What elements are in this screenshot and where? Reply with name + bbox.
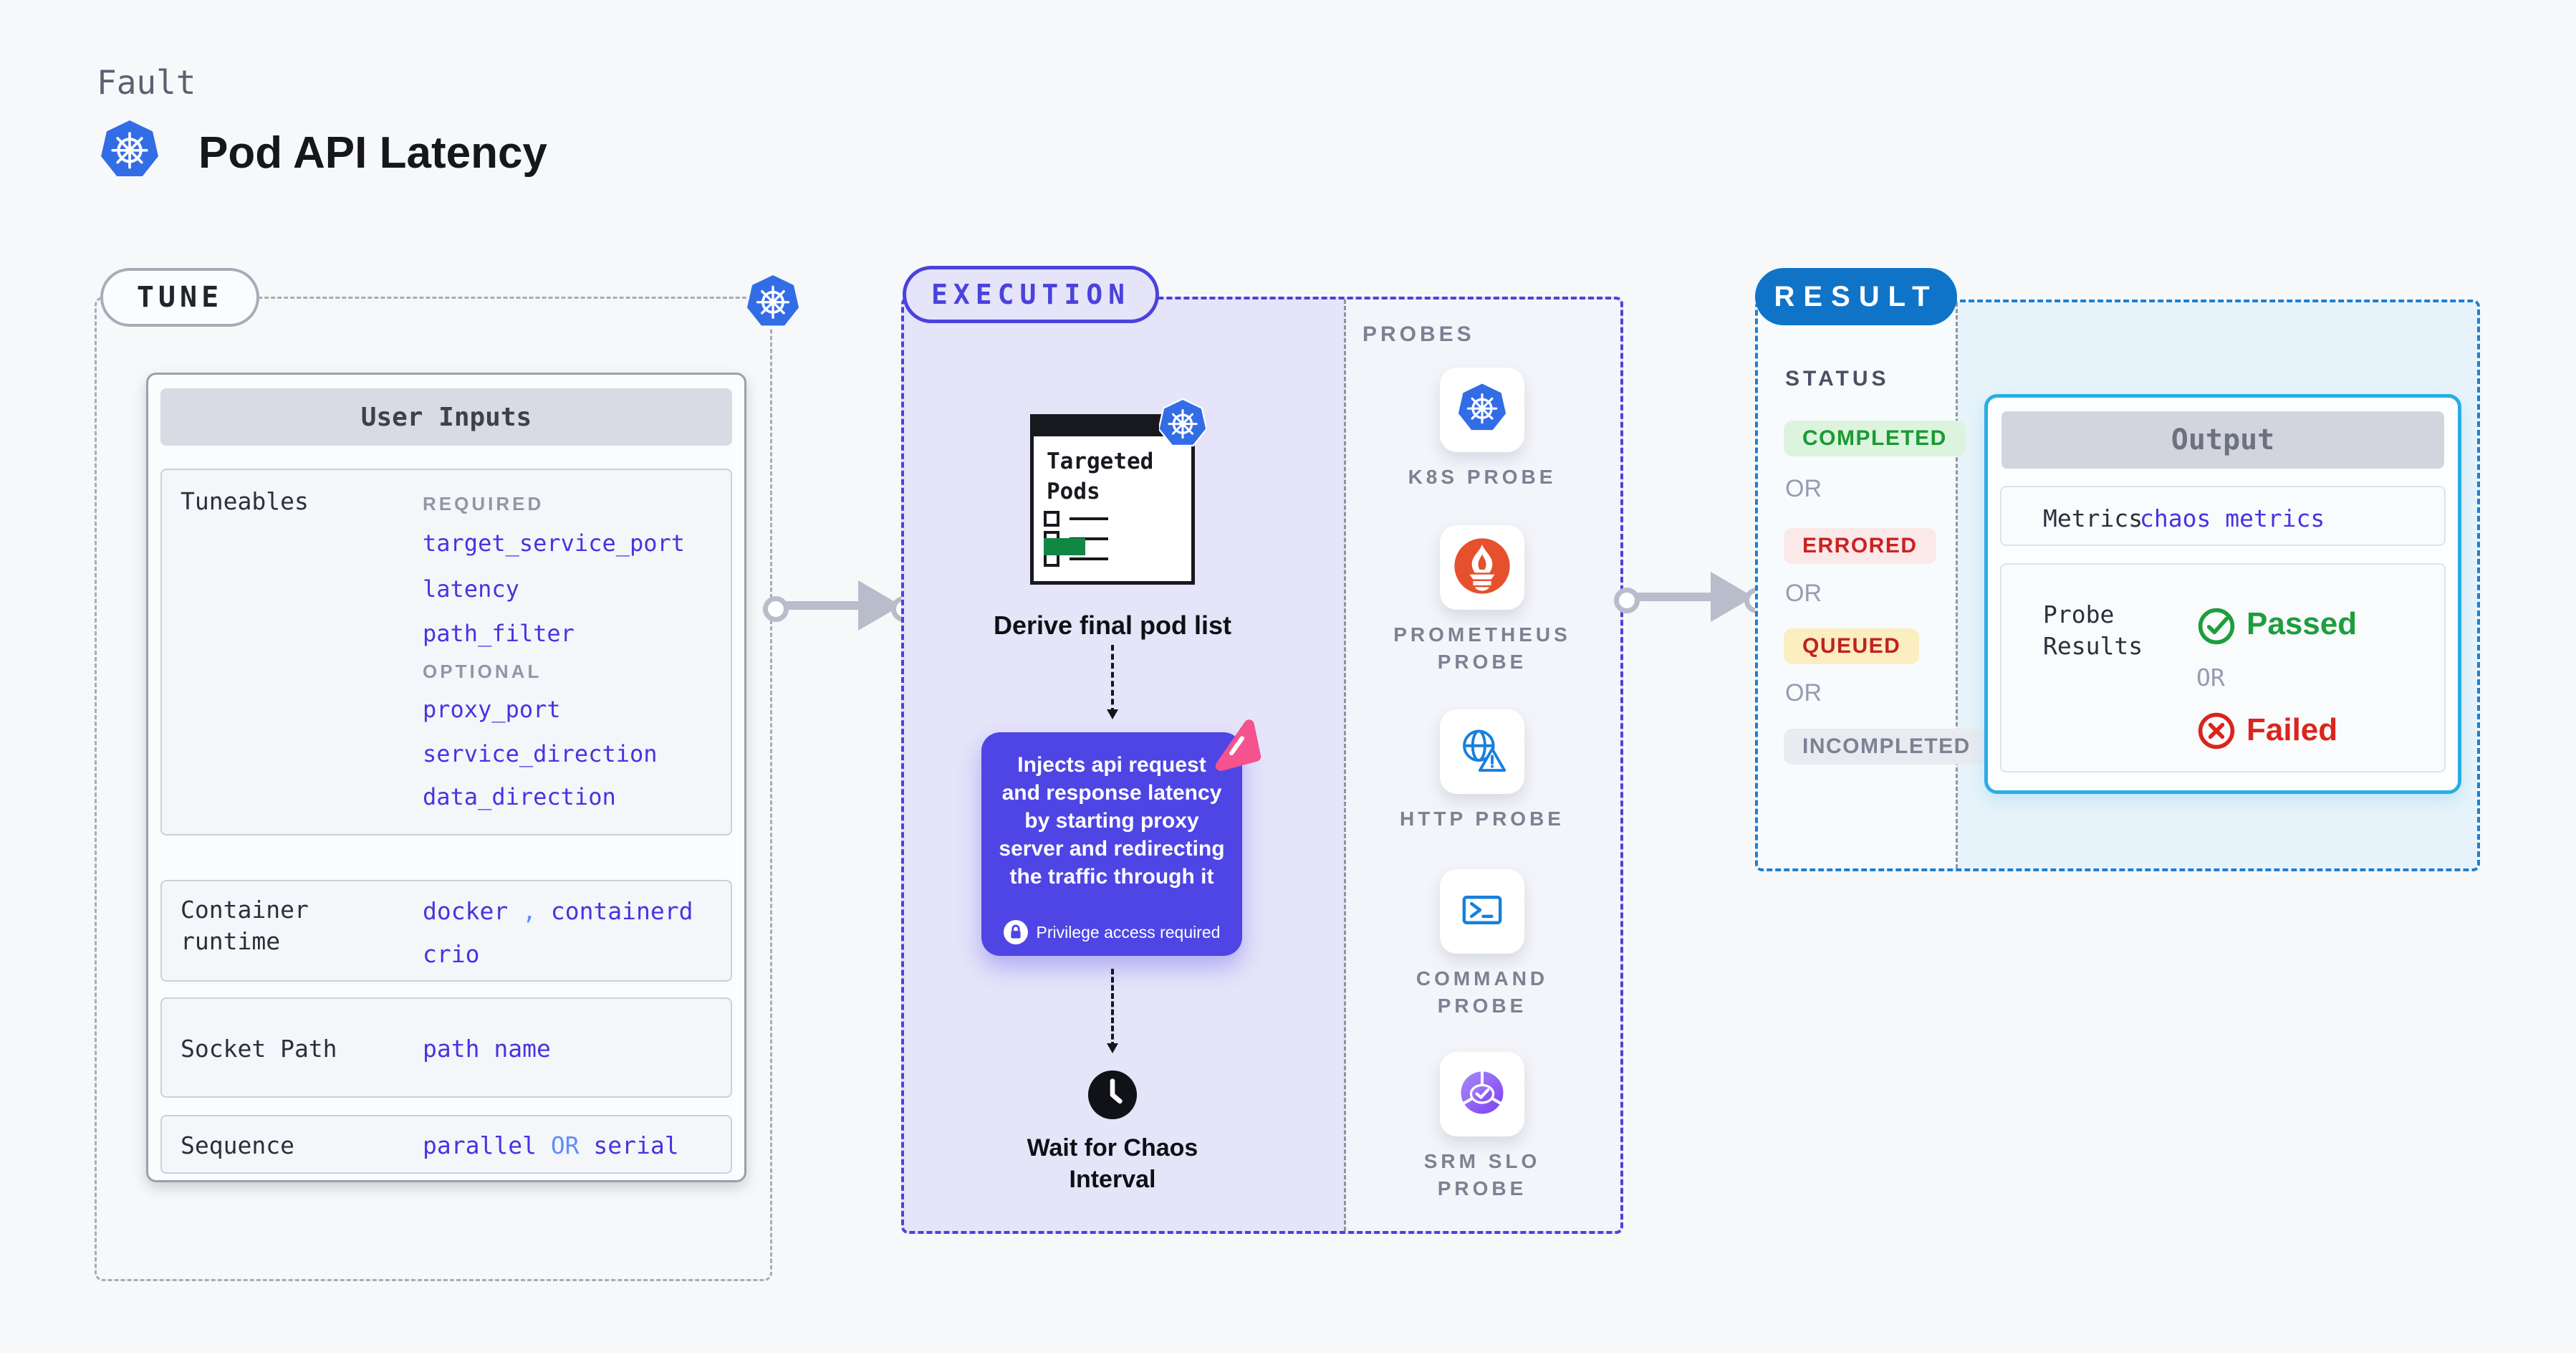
sequence-parallel: parallel [423,1131,551,1159]
fault-eyebrow: Fault [97,63,196,102]
execution-pill: EXECUTION [903,266,1159,323]
probe-results-label: Probe Results [2043,600,2143,660]
or-label: OR [1785,580,1822,607]
output-title: Output [2001,411,2444,469]
optional-label: OPTIONAL [423,661,542,682]
result-divider [1956,302,1958,868]
probe-results-row: Probe Results Passed OR Failed [2000,563,2446,772]
probe-label: SRM SLO PROBE [1423,1150,1541,1199]
runtime-crio: crio [423,940,480,968]
failed-label: Failed [2246,712,2338,747]
passed-label: Passed [2246,606,2358,641]
kubernetes-icon [746,274,799,330]
probe-label: PROMETHEUS PROBE [1393,623,1571,673]
sequence-values: parallel OR serial [423,1131,679,1159]
metrics-row: Metrics chaos metrics [2000,486,2446,546]
tune-section [95,297,772,1281]
pod-list-item [1044,511,1108,527]
http-probe-card [1440,709,1524,794]
tuneables-row: Tuneables REQUIRED target_service_port l… [160,469,732,835]
checkbox-icon [1044,511,1059,527]
container-runtime-row: Container runtime docker , containerd cr… [160,880,732,982]
privilege-label: Privilege access required [1036,922,1221,942]
check-circle-icon [2196,606,2236,650]
kubernetes-icon [1159,398,1206,449]
sequence-label: Sequence [181,1131,294,1159]
status-badge: INCOMPLETED [1784,729,1989,765]
slo-donut-check-icon [1453,1063,1512,1126]
tuneable-required: latency [423,575,519,603]
or-label: OR [1785,475,1822,502]
tune-pill: TUNE [100,268,259,327]
status-label: STATUS [1785,367,1890,391]
sequence-serial: serial [579,1131,679,1159]
probe-label: HTTP PROBE [1400,808,1565,830]
result-pill: RESULT [1755,268,1957,325]
status-badge: ERRORED [1784,528,1936,564]
probes-divider [1344,300,1346,1231]
targeted-pods-window: Targeted Pods [1030,414,1195,585]
or-label: OR [2196,664,2225,691]
metrics-value: chaos metrics [2140,504,2325,532]
status-badge: COMPLETED [1784,421,1966,456]
progress-bar [1044,538,1085,555]
bottom-margin [0,1353,2576,1365]
command-probe-card [1440,869,1524,954]
container-runtime-label: Container runtime [181,896,309,955]
flow-arrow-down-icon [1107,969,1118,1053]
container-runtime-values: docker , containerd [423,897,693,925]
tuneable-optional: data_direction [423,783,616,810]
runtime-separator: , [508,897,551,925]
runtime-docker: docker [423,897,509,925]
page-title: Pod API Latency [198,128,547,178]
inject-description: Injects api request and response latency… [999,753,1225,889]
or-label: OR [1785,679,1822,707]
pod-line [1070,517,1108,520]
pod-line [1070,557,1108,560]
inject-latency-card: Injects api request and response latency… [981,732,1242,956]
tuneables-label: Tuneables [181,487,309,515]
derive-pod-list-label: Derive final pod list [993,610,1232,640]
privilege-row: Privilege access required [981,920,1242,944]
tuneable-optional: service_direction [423,740,658,767]
probes-label: PROBES [1363,322,1475,346]
user-inputs-title: User Inputs [160,388,732,446]
sequence-row: Sequence parallel OR serial [160,1115,732,1174]
clock-icon [1086,1068,1139,1121]
targeted-pods-title: Targeted Pods [1047,449,1154,504]
x-circle-icon [2196,711,2236,755]
srm-slo-probe-card [1440,1052,1524,1136]
prometheus-icon [1452,536,1512,600]
flow-arrow-down-icon [1107,645,1118,719]
tuneable-required: path_filter [423,620,575,647]
required-label: REQUIRED [423,493,544,514]
probe-label: K8S PROBE [1408,466,1557,488]
lock-icon [1004,920,1028,944]
tuneable-optional: proxy_port [423,696,561,723]
socket-path-value: path name [423,1035,551,1063]
wait-chaos-interval-label: Wait for Chaos Interval [1027,1134,1198,1193]
kubernetes-icon [100,119,159,181]
runtime-containerd: containerd [550,897,693,925]
globe-warning-icon [1454,722,1510,782]
metrics-label: Metrics [2043,504,2143,532]
sequence-or: OR [550,1131,580,1159]
kubernetes-icon [1458,383,1506,437]
terminal-icon [1456,883,1509,940]
pink-pointer-icon [1204,714,1267,777]
tuneable-required: target_service_port [423,530,686,557]
socket-path-label: Socket Path [181,1035,337,1063]
k8s-probe-card [1440,368,1524,452]
probe-label: COMMAND PROBE [1416,967,1549,1017]
pod-line [1070,537,1108,540]
socket-path-row: Socket Path path name [160,997,732,1098]
status-badge: QUEUED [1784,628,1920,664]
prometheus-probe-card [1440,525,1524,610]
